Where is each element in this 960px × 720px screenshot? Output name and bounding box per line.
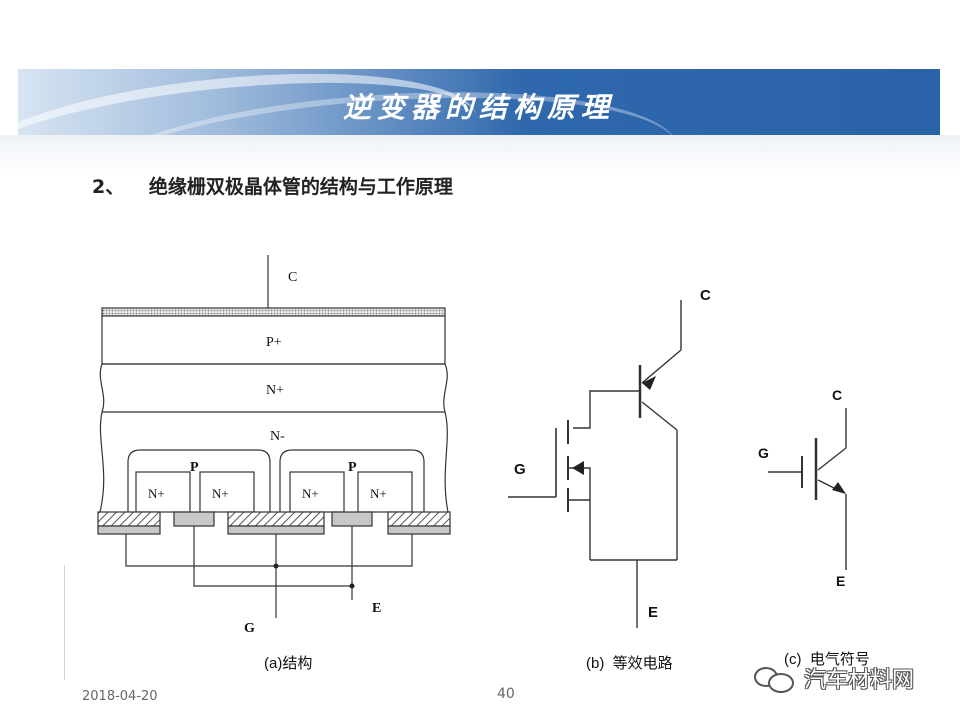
caption-electrical-symbol: (c) 电气符号 [784, 651, 870, 668]
mosfet-arrow [572, 461, 584, 475]
section-number: 2、 [92, 176, 125, 198]
slide-title: 逆变器的结构原理 [342, 91, 615, 124]
title-banner: 逆变器的结构原理 [18, 69, 940, 135]
section-heading: 2、 绝缘栅双极晶体管的结构与工作原理 [92, 172, 453, 199]
mosfet-body-wire [568, 467, 591, 560]
n-minus-layer-edges [99, 411, 449, 513]
n-plus-region [135, 471, 191, 513]
collector-metal [101, 307, 446, 317]
label-emitter: E [372, 601, 381, 616]
n-plus-layer-edges [99, 363, 448, 413]
emitter-metal [227, 525, 325, 535]
label-n-plus-region: N+ [148, 486, 165, 501]
junction-dot [273, 563, 279, 569]
captions: (a)结构 (b) 等效电路 (c) 电气符号 [264, 651, 870, 672]
mosfet-drain-wire [573, 390, 640, 429]
emitter-wire [125, 534, 413, 567]
label-n-plus-region: N+ [302, 486, 319, 501]
label-emitter: E [648, 604, 658, 621]
n-plus-region [289, 471, 345, 513]
label-n-plus-region: N+ [370, 486, 387, 501]
emitter-contact [227, 511, 325, 527]
slide-date: 2018-04-20 [82, 689, 158, 704]
emitter-metal [387, 525, 451, 535]
gate-electrode [173, 511, 215, 527]
circuit-labels: C G E [514, 287, 711, 621]
n-plus-region [357, 471, 413, 513]
label-gate: G [514, 461, 526, 478]
watermark: 汽车材料网 [754, 664, 915, 693]
banner-shadow [0, 135, 960, 175]
label-gate: G [244, 621, 255, 636]
junction-dot [349, 583, 355, 589]
label-p-plus-layer: P+ [266, 335, 282, 350]
collector-leg [817, 447, 847, 471]
emitter-arrow [832, 482, 846, 494]
gate-wire [193, 526, 353, 587]
p-well-right [279, 449, 425, 512]
emitter-contact [97, 511, 161, 527]
label-gate: G [758, 445, 769, 461]
pnp-collector-leg [641, 349, 682, 384]
emitter-contact [387, 511, 451, 527]
slide-page-number: 40 [497, 686, 515, 702]
p-plus-layer [101, 315, 446, 365]
emitter-metal [97, 525, 161, 535]
label-n-minus-layer: N- [270, 429, 285, 444]
n-plus-region [199, 471, 255, 513]
label-n-plus-region: N+ [212, 486, 229, 501]
decorative-margin-line [64, 565, 65, 680]
igbt-structure-diagram [97, 255, 451, 618]
section-heading-text: 绝缘栅双极晶体管的结构与工作原理 [148, 176, 453, 198]
p-well-left [127, 449, 271, 512]
electrical-symbol-diagram [768, 408, 847, 570]
symbol-labels: C G E [758, 387, 845, 589]
caption-structure: (a)结构 [264, 655, 312, 672]
structure-labels: C P+ N+ N- P P N+ N+ N+ N+ E G [148, 270, 387, 636]
watermark-text: 汽车材料网 [804, 668, 915, 693]
pnp-arrow [642, 376, 656, 390]
label-n-plus-layer: N+ [266, 383, 284, 398]
label-p-well: P [348, 460, 357, 475]
caption-equivalent-circuit: (b) 等效电路 [586, 654, 673, 672]
label-collector: C [832, 387, 842, 403]
gate-electrode [331, 511, 373, 527]
wechat-icon [754, 665, 798, 693]
pnp-emitter-leg [641, 401, 678, 431]
label-p-well: P [190, 460, 199, 475]
equivalent-circuit-diagram [508, 300, 682, 628]
label-collector: C [700, 287, 711, 304]
label-emitter: E [836, 573, 845, 589]
label-collector: C [288, 270, 297, 285]
